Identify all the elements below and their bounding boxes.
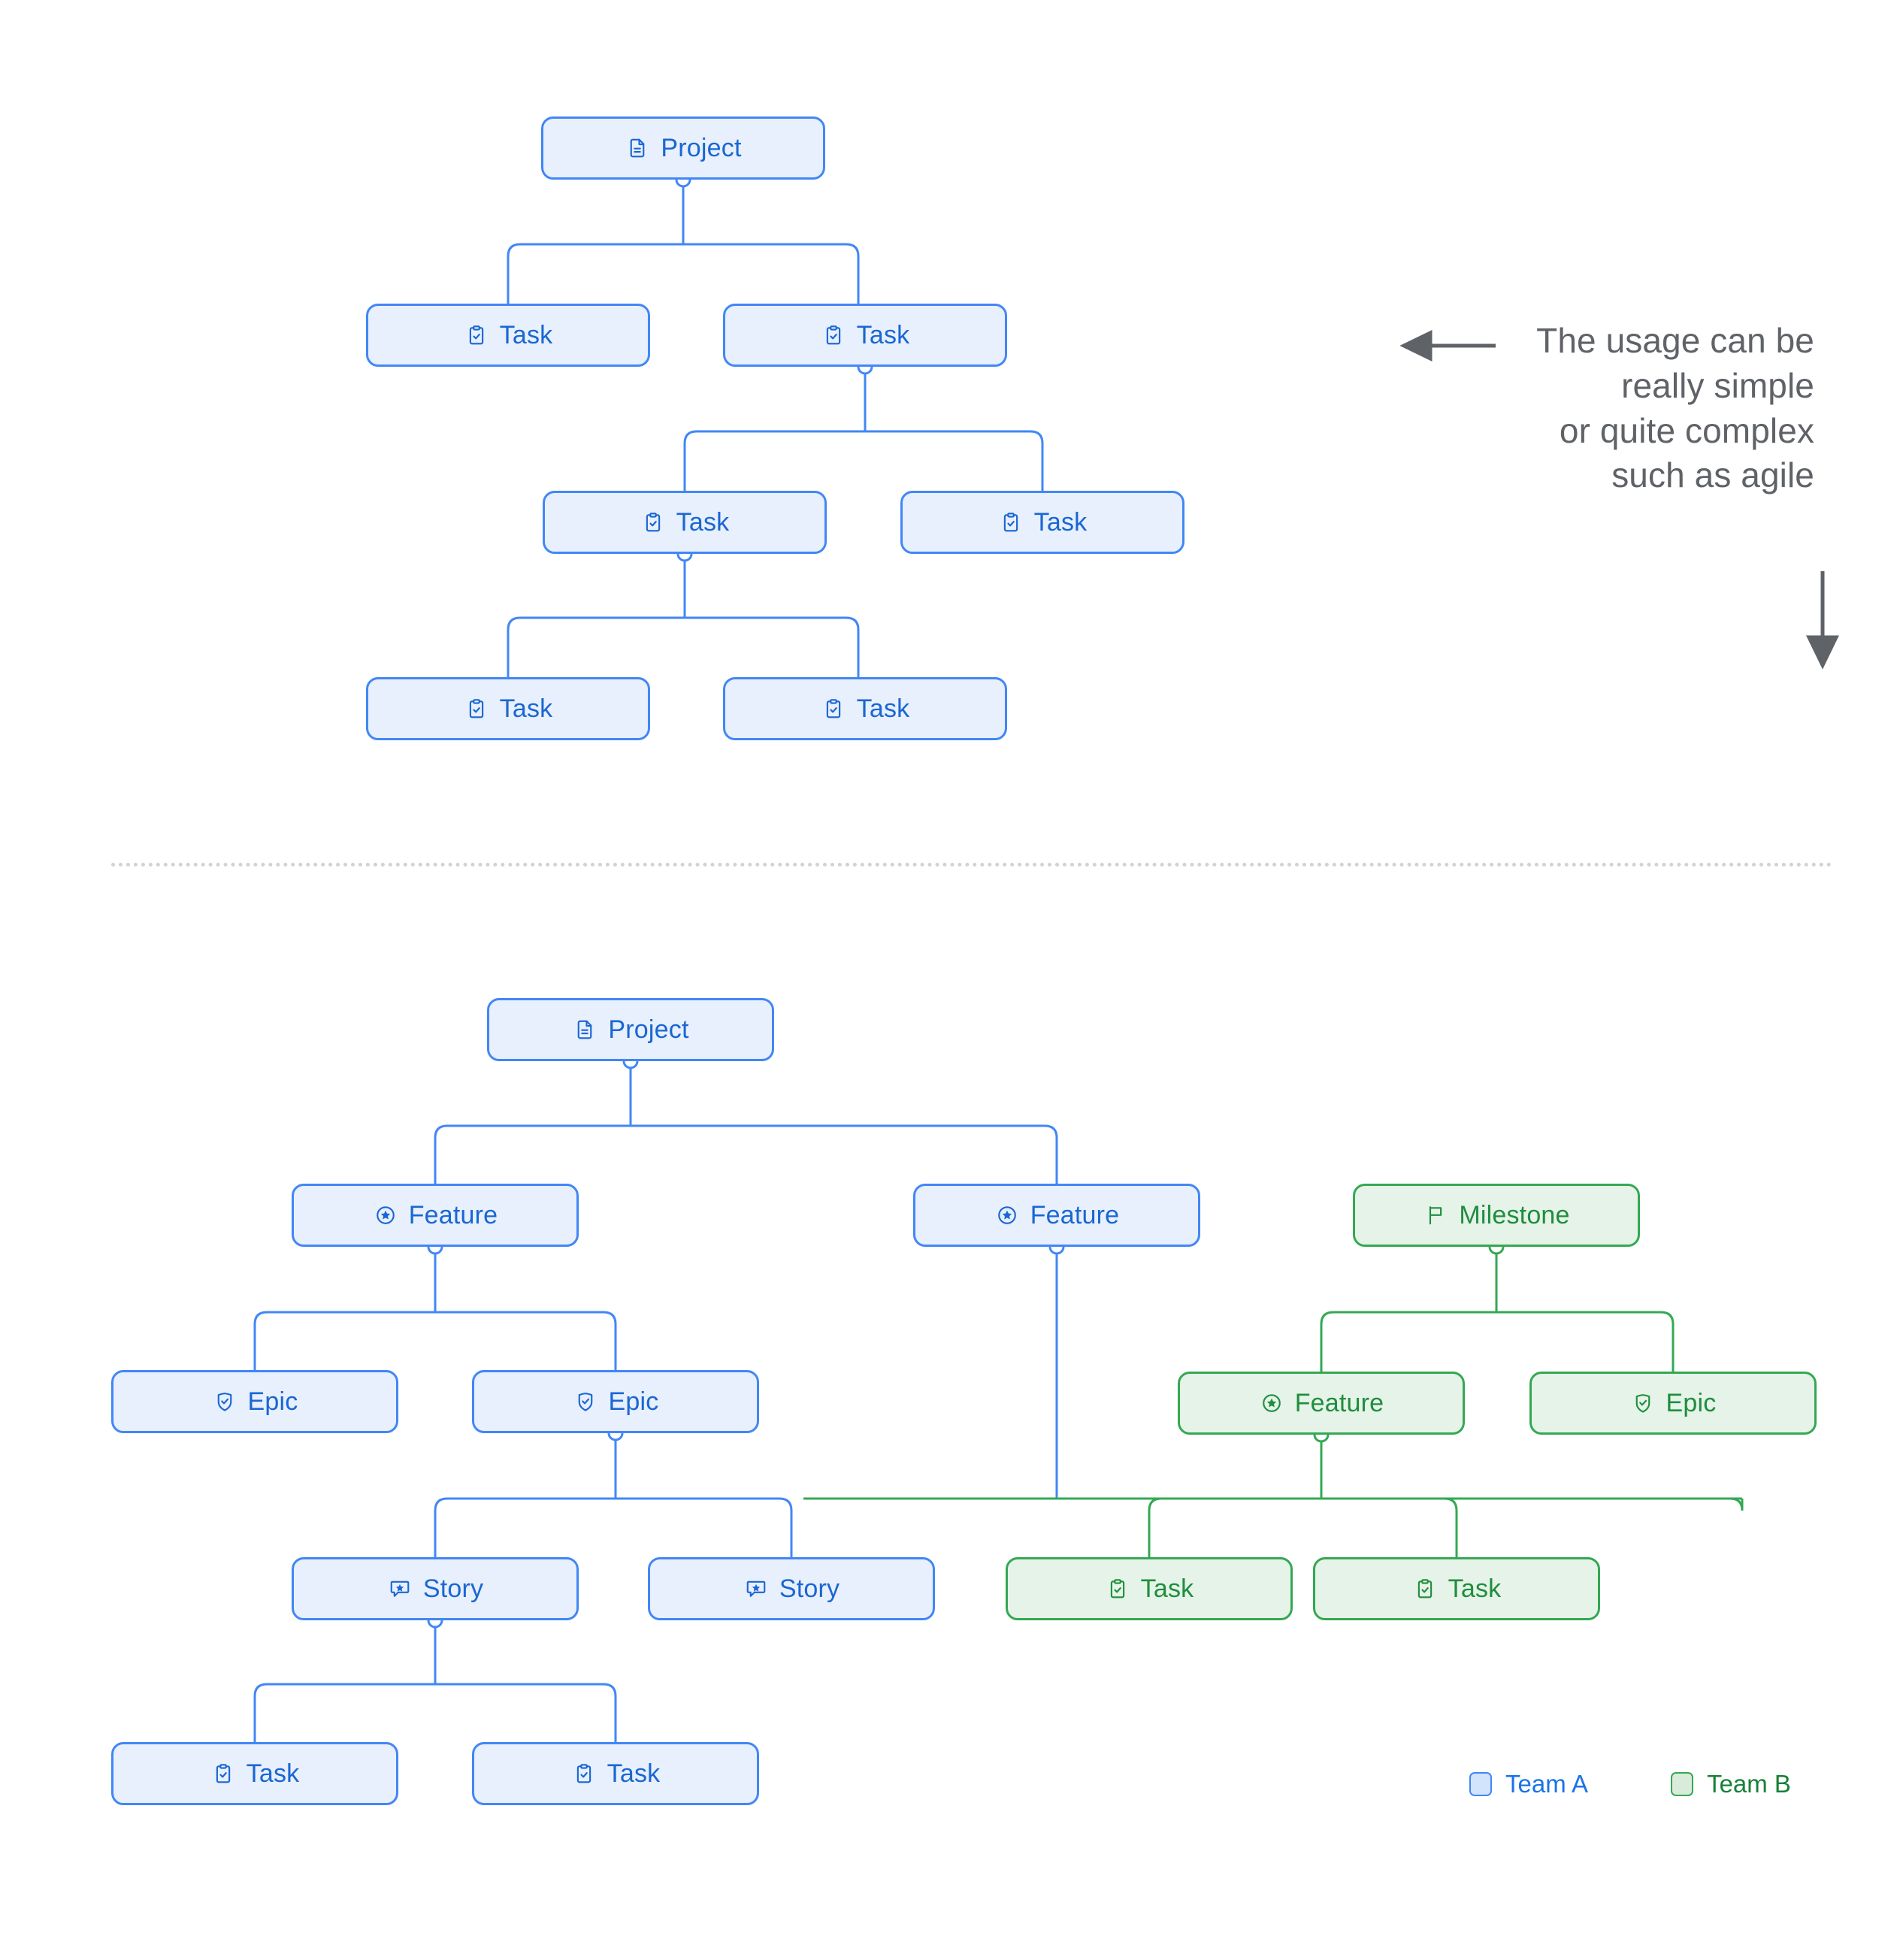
node-project-b-project[interactable]: Project — [487, 998, 774, 1061]
annotation-line-2: really simple — [1621, 365, 1814, 405]
node-feature-b-feature-1[interactable]: Feature — [292, 1184, 579, 1247]
node-label: Project — [608, 1015, 689, 1044]
star-circle-icon — [1259, 1390, 1284, 1416]
node-label: Task — [856, 694, 910, 723]
section-divider — [111, 863, 1832, 867]
shield-check-icon — [573, 1389, 598, 1414]
node-task-b-task-g2[interactable]: Task — [1313, 1557, 1600, 1620]
node-feature-b-feature-3[interactable]: Feature — [1178, 1372, 1465, 1435]
node-label: Task — [1140, 1574, 1194, 1603]
node-project-t-project[interactable]: Project — [541, 116, 825, 180]
shield-check-icon — [1630, 1390, 1656, 1416]
annotation-line-1: The usage can be — [1536, 321, 1814, 360]
clipboard-check-icon — [821, 322, 846, 348]
node-label: Feature — [1294, 1388, 1384, 1417]
node-label: Story — [422, 1574, 484, 1603]
node-label: Epic — [1666, 1388, 1717, 1417]
star-circle-icon — [994, 1202, 1020, 1228]
node-label: Task — [1033, 507, 1088, 537]
legend-label-team-b: Team B — [1707, 1770, 1791, 1798]
node-label: Task — [499, 320, 553, 349]
node-task-t-task-1[interactable]: Task — [366, 304, 650, 367]
clipboard-check-icon — [571, 1761, 597, 1786]
flag-icon — [1423, 1202, 1448, 1228]
legend-item-team-b: Team B — [1671, 1770, 1791, 1798]
document-icon — [572, 1017, 598, 1042]
clipboard-check-icon — [1412, 1576, 1438, 1602]
annotation-text: The usage can be really simple or quite … — [1469, 319, 1814, 498]
shield-check-icon — [212, 1389, 237, 1414]
node-label: Story — [779, 1574, 840, 1603]
chat-star-icon — [743, 1576, 769, 1602]
swatch-square-icon — [1469, 1772, 1492, 1796]
node-task-t-task-6[interactable]: Task — [723, 677, 1007, 740]
document-icon — [625, 135, 650, 161]
node-label: Project — [661, 133, 742, 162]
node-epic-b-epic-2[interactable]: Epic — [472, 1370, 759, 1433]
annotation-line-4: such as agile — [1611, 455, 1814, 495]
node-label: Epic — [247, 1387, 298, 1416]
node-feature-b-feature-2[interactable]: Feature — [913, 1184, 1200, 1247]
swatch-square-icon — [1671, 1772, 1694, 1796]
node-label: Task — [676, 507, 730, 537]
node-task-t-task-5[interactable]: Task — [366, 677, 650, 740]
node-label: Feature — [408, 1200, 498, 1230]
node-epic-b-epic-1[interactable]: Epic — [111, 1370, 398, 1433]
node-milestone-b-milestone[interactable]: Milestone — [1353, 1184, 1640, 1247]
node-label: Epic — [608, 1387, 659, 1416]
legend: Team A Team B — [1469, 1770, 1791, 1798]
node-task-b-task-2[interactable]: Task — [472, 1742, 759, 1805]
clipboard-check-icon — [640, 510, 666, 535]
node-label: Milestone — [1459, 1200, 1570, 1230]
clipboard-check-icon — [464, 322, 489, 348]
node-task-b-task-g1[interactable]: Task — [1006, 1557, 1293, 1620]
node-task-t-task-4[interactable]: Task — [900, 491, 1184, 554]
annotation-line-3: or quite complex — [1559, 410, 1814, 450]
clipboard-check-icon — [464, 696, 489, 721]
clipboard-check-icon — [821, 696, 846, 721]
node-label: Task — [856, 320, 910, 349]
node-label: Feature — [1030, 1200, 1120, 1230]
node-epic-b-epic-3[interactable]: Epic — [1529, 1372, 1817, 1435]
node-story-b-story-2[interactable]: Story — [648, 1557, 935, 1620]
legend-item-team-a: Team A — [1469, 1770, 1588, 1798]
node-task-t-task-3[interactable]: Task — [543, 491, 827, 554]
star-circle-icon — [373, 1202, 398, 1228]
clipboard-check-icon — [998, 510, 1024, 535]
clipboard-check-icon — [210, 1761, 236, 1786]
node-story-b-story-1[interactable]: Story — [292, 1557, 579, 1620]
clipboard-check-icon — [1105, 1576, 1130, 1602]
chat-star-icon — [387, 1576, 413, 1602]
node-label: Task — [246, 1759, 300, 1788]
legend-label-team-a: Team A — [1505, 1770, 1589, 1798]
node-label: Task — [499, 694, 553, 723]
node-label: Task — [607, 1759, 661, 1788]
node-task-b-task-1[interactable]: Task — [111, 1742, 398, 1805]
node-label: Task — [1448, 1574, 1502, 1603]
node-task-t-task-2[interactable]: Task — [723, 304, 1007, 367]
